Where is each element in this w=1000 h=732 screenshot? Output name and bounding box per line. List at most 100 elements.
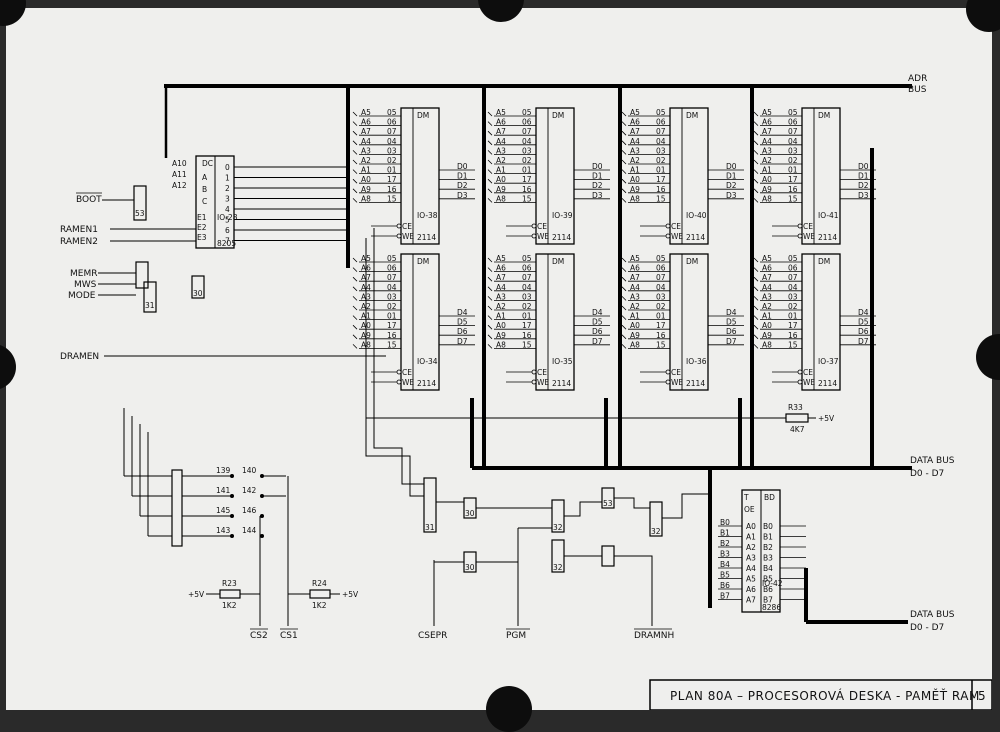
ram-pin-number: 05 — [522, 108, 532, 117]
ram-pin-number: 17 — [788, 175, 798, 184]
ram-ctrl-label: WE — [537, 378, 549, 387]
ram-chip-part: 2114 — [818, 233, 837, 242]
ram-addr-label: A4 — [361, 137, 371, 146]
ram-addr-label: A7 — [762, 273, 772, 282]
binder-hole-left — [0, 344, 16, 390]
transceiver-a-pin: A7 — [746, 596, 756, 605]
ram-data-label: D3 — [457, 191, 468, 200]
data-bus-top: DATA BUS D0 - D7 — [472, 456, 955, 479]
signal-csepr: CSEPR — [418, 631, 447, 641]
ram-data-label: D4 — [858, 308, 869, 317]
ram-pin-number: 07 — [656, 273, 666, 282]
ram-pin-number: 04 — [788, 283, 798, 292]
ram-addr-label: A3 — [762, 146, 772, 155]
ram-chip-body — [801, 253, 841, 391]
decoder-in-c: C — [202, 197, 207, 206]
transceiver-b-pin: B3 — [763, 554, 773, 563]
ram-addr-label: A3 — [630, 146, 640, 155]
ram-pin-number: 03 — [387, 292, 397, 301]
ram-chip-label: DM — [552, 111, 564, 120]
ram-ctrl-label: CE — [537, 222, 547, 231]
ram-pin-number: 07 — [522, 273, 532, 282]
ram-addr-label: A0 — [361, 175, 371, 184]
r33-supply: +5V — [818, 414, 835, 423]
ram-chip-body — [801, 107, 841, 245]
ram-chip-part: 2114 — [552, 379, 571, 388]
ram-pin-number: 17 — [656, 175, 666, 184]
ram-addr-label: A8 — [630, 340, 640, 349]
title-block: PLAN 80A – PROCESOROVÁ DESKA - PAMĚŤ RAM… — [649, 679, 993, 711]
signal-memr: MEMR — [70, 269, 97, 279]
bus-verticals — [346, 86, 874, 608]
resistor-r24: R24 1K2 +5V — [288, 579, 359, 610]
ram-addr-label: A1 — [762, 312, 772, 321]
ram-pin-number: 01 — [387, 166, 397, 175]
transceiver-b-pin: B6 — [763, 585, 773, 594]
ram-addr-label: A0 — [496, 321, 506, 330]
ram-chip-label: DM — [686, 257, 698, 266]
ram-data-label: D7 — [858, 337, 869, 346]
ram-chip-body — [535, 107, 575, 245]
signal-pgm: PGM — [506, 631, 526, 641]
ram-addr-label: A2 — [361, 156, 371, 165]
ram-ctrl-label: CE — [402, 368, 412, 377]
ram-pin-number: 05 — [387, 254, 397, 263]
sheet-number: 5 — [978, 689, 986, 703]
transceiver-a-data: B6 — [720, 581, 730, 590]
ram-pin-number: 06 — [788, 264, 798, 273]
ram-addr-label: A1 — [630, 312, 640, 321]
ram-data-label: D4 — [457, 308, 468, 317]
ram-pin-number: 05 — [788, 108, 798, 117]
ram-pin-number: 04 — [522, 137, 532, 146]
signal-dramen: DRAMEN — [60, 352, 99, 362]
adr-bus-label: ADR — [908, 74, 927, 84]
ram-ctrl-label: WE — [671, 378, 683, 387]
ram-data-label: D7 — [592, 337, 603, 346]
ram-pin-number: 15 — [656, 194, 666, 203]
ram-data-label: D4 — [726, 308, 737, 317]
ram-addr-label: A2 — [762, 156, 772, 165]
ram-chip-body — [400, 253, 440, 391]
signal-mws: MWS — [74, 280, 97, 290]
input-signals: BOOT RAMEN1 RAMEN2 MEMR MWS MODE DRAMEN — [60, 192, 386, 362]
signal-cs1: CS1 — [280, 631, 298, 641]
ram-addr-label: A9 — [630, 331, 640, 340]
r24-supply: +5V — [342, 590, 359, 599]
transceiver-t: T — [743, 493, 749, 502]
ram-addr-label: A6 — [762, 118, 772, 127]
ram-chip-part: 2114 — [417, 233, 436, 242]
ram-chip-part: 2114 — [686, 233, 705, 242]
ram-data-label: D5 — [592, 318, 603, 327]
signal-ramen1: RAMEN1 — [60, 225, 98, 235]
ram-pin-number: 07 — [788, 127, 798, 136]
ram-pin-number: 01 — [387, 312, 397, 321]
r23-ref: R23 — [222, 579, 237, 588]
r24-value: 1K2 — [312, 601, 327, 610]
ram-data-label: D0 — [457, 162, 468, 171]
transceiver-b-pin: B7 — [763, 596, 773, 605]
ram-addr-label: A7 — [762, 127, 772, 136]
ram-ctrl-label: CE — [537, 368, 547, 377]
transceiver-a-pin: A1 — [746, 533, 756, 542]
gate-ref-4: 31 — [425, 523, 435, 532]
resistor-r23: R23 1K2 +5V — [188, 579, 260, 610]
ram-ctrl-label: CE — [803, 222, 813, 231]
data-bus-label: DATA BUS — [910, 456, 955, 466]
ram-chip-ref: IO-41 — [818, 211, 839, 220]
transceiver-b-pin: B4 — [763, 564, 773, 573]
transceiver-a-data: B1 — [720, 529, 730, 538]
ram-addr-label: A3 — [361, 146, 371, 155]
decoder-in-e2: E2 — [197, 223, 207, 232]
transceiver-part: 8286 — [762, 603, 781, 612]
ram-data-label: D5 — [726, 318, 737, 327]
transceiver-ref: IO-42 — [762, 579, 783, 588]
jumper-143: 143 — [216, 526, 231, 535]
ram-addr-label: A7 — [496, 273, 506, 282]
transceiver-8286: BD T OE IO-42 8286 A0B0A1B1A2B2A3B3A4B4A… — [718, 489, 806, 613]
ram-pin-number: 05 — [788, 254, 798, 263]
ram-chip-part: 2114 — [552, 233, 571, 242]
ram-addr-label: A4 — [496, 137, 506, 146]
ram-addr-label: A6 — [630, 118, 640, 127]
